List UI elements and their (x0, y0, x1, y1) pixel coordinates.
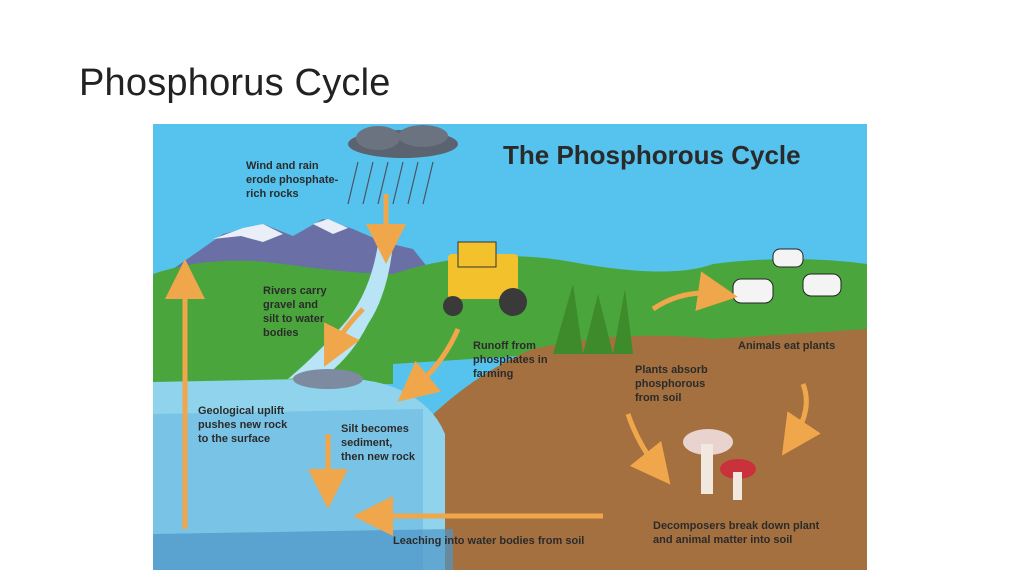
arrow-to-animals (651, 271, 738, 312)
label-decomposers: Decomposers break down plant and animal … (653, 520, 822, 546)
arrow-soil-to-decomposers (625, 413, 671, 485)
label-runoff: Runoff from phosphates in farming (473, 340, 551, 380)
label-animals: Animals eat plants (738, 340, 835, 352)
rain-cloud (347, 125, 458, 205)
label-uplift: Geological uplift pushes new rock to the… (198, 405, 290, 445)
figure-title: The Phosphorous Cycle (503, 140, 801, 170)
arrow-runoff (397, 328, 461, 402)
label-leaching: Leaching into water bodies from soil (393, 535, 584, 547)
slide-title: Phosphorus Cycle (79, 62, 391, 104)
label-plants-absorb: Plants absorb phosphorous from soil (635, 364, 711, 404)
label-silt: Silt becomes sediment, then new rock (341, 423, 416, 463)
arrow-river (324, 307, 365, 367)
arrow-animals-down (781, 383, 821, 456)
label-wind-rain: Wind and rain erode phosphate- rich rock… (246, 160, 341, 200)
phosphorus-cycle-diagram: The Phosphorous Cycle Wind and rain erod… (153, 124, 867, 570)
gravel-pile (293, 369, 363, 389)
tractor (443, 241, 527, 316)
label-rivers: Rivers carry gravel and silt to water bo… (263, 285, 330, 339)
plants (553, 284, 633, 354)
cows (732, 248, 842, 304)
mushrooms (683, 429, 756, 500)
